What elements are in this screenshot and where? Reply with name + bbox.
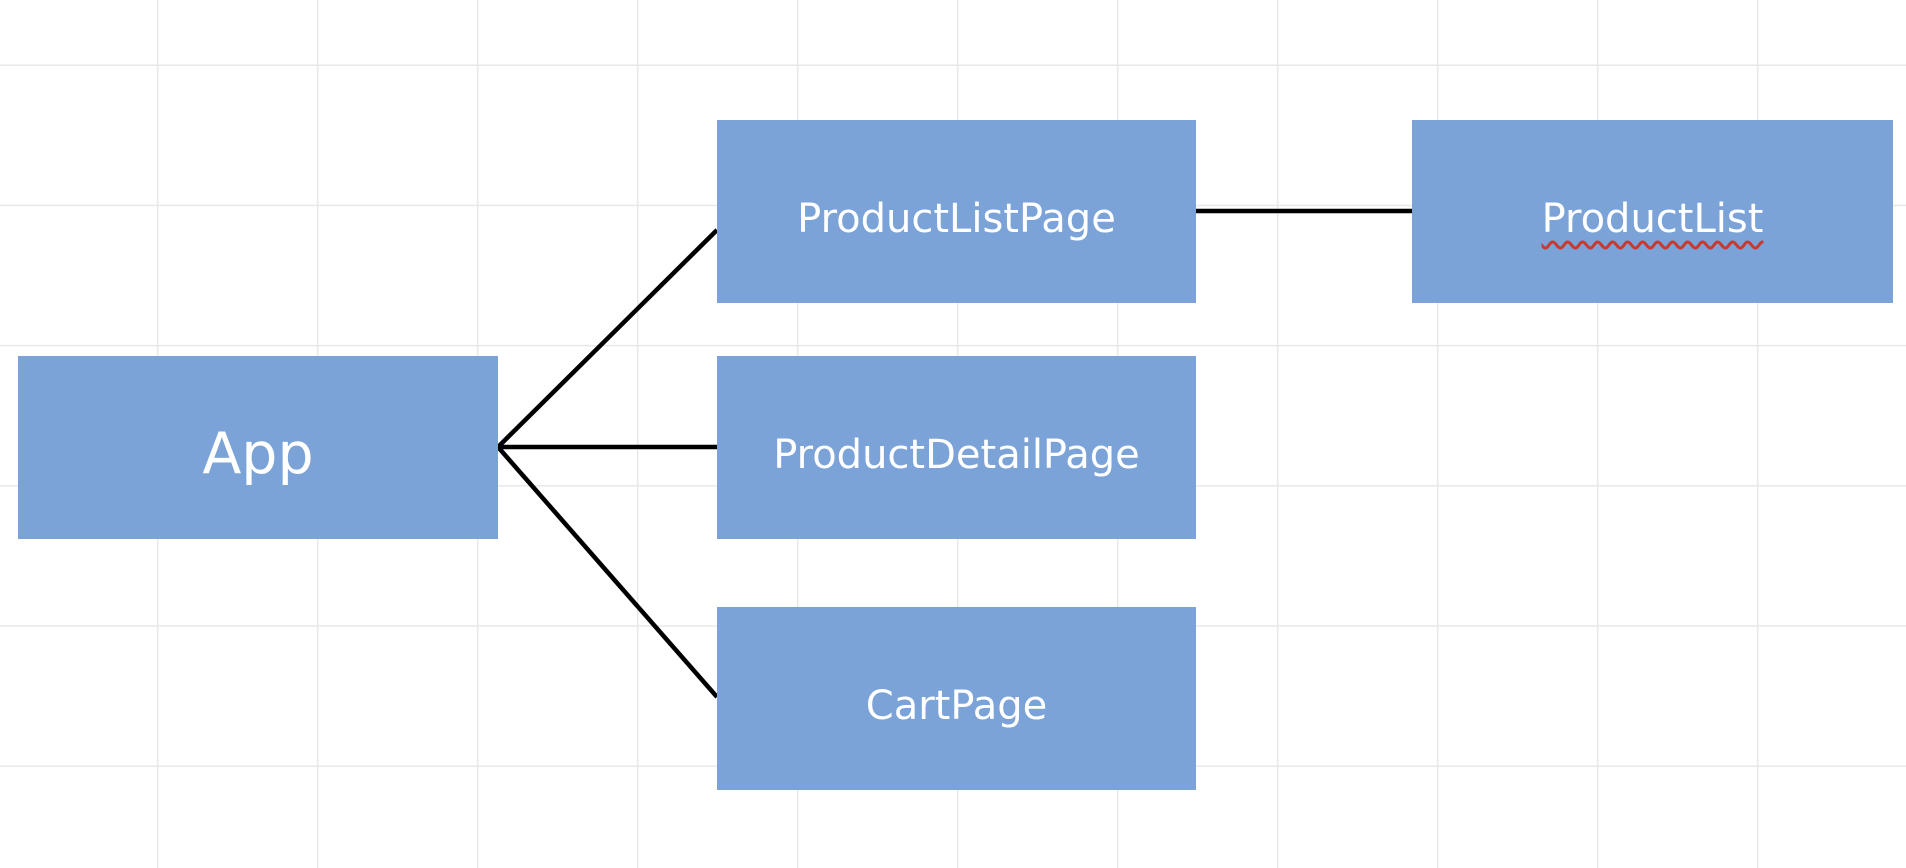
node-label-product-list: ProductList	[1541, 195, 1764, 242]
node-app[interactable]: App	[18, 356, 498, 539]
node-label-product-detail-page: ProductDetailPage	[773, 431, 1140, 478]
node-cart-page[interactable]: CartPage	[717, 607, 1196, 790]
node-product-list-page[interactable]: ProductListPage	[717, 120, 1196, 303]
node-label-product-list-page: ProductListPage	[797, 195, 1116, 242]
node-product-detail-page[interactable]: ProductDetailPage	[717, 356, 1196, 539]
node-label-app: App	[202, 421, 314, 488]
node-label-cart-page: CartPage	[865, 682, 1048, 729]
connector-line-app-to-cart-page[interactable]	[496, 445, 719, 699]
node-product-list[interactable]: ProductList	[1412, 120, 1893, 303]
connector-line-app-to-product-list-page[interactable]	[496, 228, 719, 449]
